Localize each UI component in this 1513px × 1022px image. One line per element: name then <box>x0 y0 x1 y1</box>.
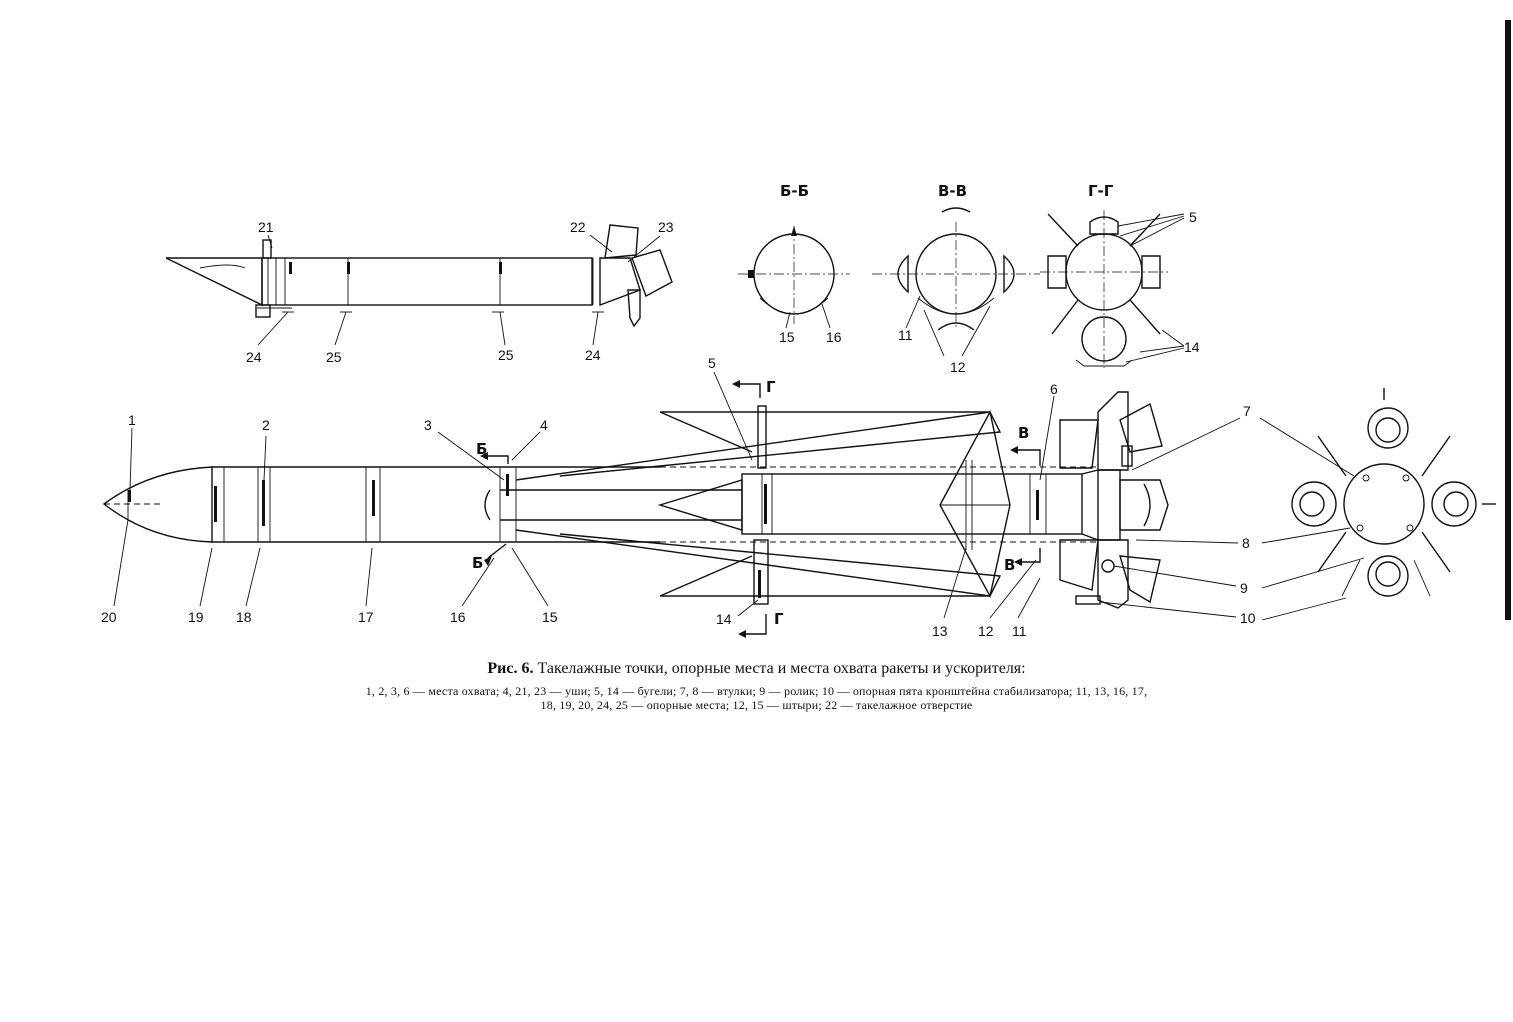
cut-v-top: В <box>1018 424 1029 442</box>
cut-b-top: Б <box>476 440 487 458</box>
cut-markers: Б Б Г Г В В <box>472 378 1041 638</box>
label-18: 18 <box>236 609 252 625</box>
label-13: 13 <box>932 623 948 639</box>
label-gg-14: 14 <box>1184 339 1200 355</box>
label-15: 15 <box>542 609 558 625</box>
label-7: 7 <box>1243 403 1251 419</box>
label-16: 16 <box>450 609 466 625</box>
label-vv-12: 12 <box>950 359 966 375</box>
cut-g-bottom: Г <box>774 610 784 628</box>
label-24-left: 24 <box>246 349 262 365</box>
label-bb-16: 16 <box>826 329 842 345</box>
label-22: 22 <box>570 219 586 235</box>
side-view-small-leaders: 21 22 23 24 25 25 24 <box>246 219 674 365</box>
side-view-small <box>165 224 673 328</box>
section-gg-title: Г-Г <box>1088 182 1114 200</box>
label-vv-11: 11 <box>898 327 913 343</box>
figure-caption-line2: 18, 19, 20, 24, 25 — опорные места; 12, … <box>540 698 973 712</box>
label-11: 11 <box>1012 623 1027 639</box>
figure-caption-title: Рис. 6. Такелажные точки, опорные места … <box>0 660 1513 678</box>
main-assembly-labels: 1 2 3 4 5 6 7 8 9 10 20 19 18 17 16 15 1… <box>101 355 1256 639</box>
label-9: 9 <box>1240 580 1248 596</box>
label-8: 8 <box>1242 535 1250 551</box>
label-10: 10 <box>1240 610 1256 626</box>
rear-end-view <box>1259 388 1496 621</box>
section-bb-title: Б-Б <box>780 182 809 200</box>
main-assembly <box>102 391 1169 609</box>
label-17: 17 <box>358 609 374 625</box>
label-bb-15: 15 <box>779 329 795 345</box>
label-20: 20 <box>101 609 117 625</box>
label-19: 19 <box>188 609 204 625</box>
label-6: 6 <box>1050 381 1058 397</box>
cut-v-bottom: В <box>1004 556 1015 574</box>
section-vv-title: В-В <box>938 182 967 200</box>
label-5: 5 <box>708 355 716 371</box>
label-1: 1 <box>128 412 136 428</box>
figure-number: Рис. 6. <box>487 660 534 677</box>
section-vv: В-В 11 12 <box>872 182 1040 375</box>
section-gg: Г-Г 5 14 <box>1040 182 1200 368</box>
label-gg-5: 5 <box>1189 209 1197 225</box>
cut-b-bottom: Б <box>472 554 483 572</box>
page-edge-bar <box>1505 20 1511 620</box>
cut-g-top: Г <box>766 378 776 396</box>
label-2: 2 <box>262 417 270 433</box>
label-24-right: 24 <box>585 347 601 363</box>
label-4: 4 <box>540 417 548 433</box>
figure-caption-line1: 1, 2, 3, 6 — места охвата; 4, 21, 23 — у… <box>365 684 1148 698</box>
figure-title: Такелажные точки, опорные места и места … <box>537 660 1026 677</box>
label-12: 12 <box>978 623 994 639</box>
section-bb: Б-Б 15 16 <box>738 182 850 345</box>
label-21: 21 <box>258 219 274 235</box>
label-14: 14 <box>716 611 732 627</box>
label-3: 3 <box>424 417 432 433</box>
label-23: 23 <box>658 219 674 235</box>
label-25-right: 25 <box>498 347 514 363</box>
label-25-left: 25 <box>326 349 342 365</box>
